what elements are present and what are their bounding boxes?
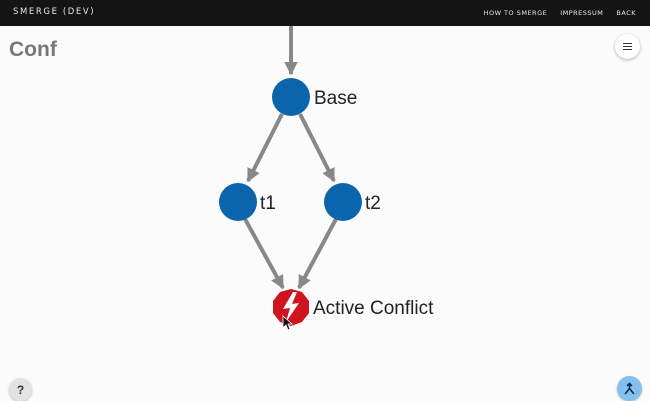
- nav-impressum[interactable]: IMPRESSUM: [560, 9, 604, 17]
- merge-icon: [624, 382, 635, 395]
- node-t2[interactable]: [324, 183, 362, 221]
- node-conflict-label: Active Conflict: [313, 298, 434, 319]
- edge-t1-conflict: [243, 218, 285, 290]
- app-brand[interactable]: SMERGE (DEV): [13, 7, 96, 17]
- nav-back[interactable]: BACK: [616, 9, 636, 17]
- edge-base-t2: [298, 113, 336, 183]
- hamburger-icon: [623, 42, 632, 51]
- lightning-icon: [283, 292, 299, 322]
- node-t1-label: t1: [260, 193, 276, 214]
- merge-button[interactable]: [617, 376, 642, 401]
- nav-how-to-smerge[interactable]: HOW TO SMERGE: [483, 9, 548, 17]
- node-base-label: Base: [314, 88, 357, 109]
- edge-base-t1: [246, 113, 284, 183]
- help-button[interactable]: ?: [9, 378, 32, 401]
- edge-t2-conflict: [297, 218, 338, 290]
- node-active-conflict[interactable]: [273, 289, 309, 326]
- node-t2-label: t2: [365, 193, 381, 214]
- top-nav: HOW TO SMERGE IMPRESSUM BACK: [484, 9, 636, 17]
- top-bar: SMERGE (DEV) HOW TO SMERGE IMPRESSUM BAC…: [0, 0, 650, 26]
- node-base[interactable]: [272, 78, 310, 116]
- mouse-cursor-icon: [282, 315, 294, 331]
- menu-button[interactable]: [615, 34, 640, 59]
- page-title: Conf: [9, 38, 57, 61]
- node-t1[interactable]: [219, 183, 257, 221]
